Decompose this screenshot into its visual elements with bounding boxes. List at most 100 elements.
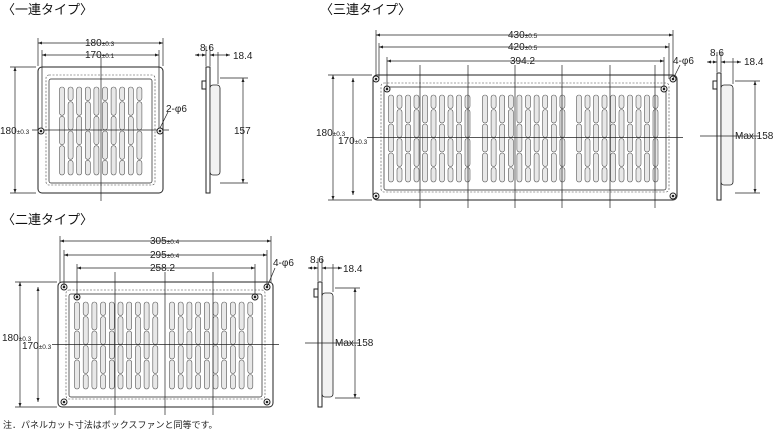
vent-slot bbox=[212, 301, 219, 316]
vent-slot bbox=[516, 94, 523, 124]
vent-slot bbox=[593, 152, 599, 183]
vent-slot bbox=[610, 94, 616, 124]
vent-slot bbox=[550, 94, 557, 124]
vent-slot bbox=[110, 86, 117, 116]
vent-slot bbox=[464, 167, 471, 183]
side-body bbox=[720, 84, 734, 186]
mounting-hole-center bbox=[265, 400, 269, 404]
vent-slot bbox=[584, 94, 591, 109]
vent-slot bbox=[128, 116, 134, 145]
vent-slot bbox=[169, 359, 175, 390]
single-height: 180±0.3 bbox=[0, 126, 30, 137]
vent-slot bbox=[195, 316, 201, 345]
vent-slot bbox=[405, 94, 411, 124]
side-body bbox=[321, 292, 334, 398]
vent-slot bbox=[82, 301, 89, 316]
vent-slot bbox=[135, 345, 141, 374]
vent-slot bbox=[550, 152, 557, 183]
vent-slot bbox=[100, 316, 106, 345]
triple-width-inner: 394.2 bbox=[510, 56, 535, 67]
mounting-hole-center bbox=[671, 194, 675, 198]
mounting-hole-center bbox=[158, 129, 162, 133]
vent-slot bbox=[117, 316, 124, 345]
vent-slot bbox=[456, 94, 462, 124]
vent-slot bbox=[618, 138, 625, 167]
vent-slot bbox=[482, 123, 488, 153]
vent-slot bbox=[212, 374, 219, 390]
vent-slot bbox=[405, 152, 411, 183]
leader bbox=[266, 267, 276, 288]
vent-slot bbox=[247, 301, 254, 316]
grille-frame bbox=[48, 78, 153, 184]
vent-slot bbox=[186, 359, 193, 390]
vent-slot bbox=[490, 167, 497, 183]
triple-side-height: Max.158 bbox=[735, 131, 773, 142]
vent-slot bbox=[525, 109, 531, 138]
vent-slot bbox=[447, 167, 454, 183]
vent-slot bbox=[143, 330, 150, 360]
vent-slot bbox=[542, 138, 549, 167]
vent-slot bbox=[85, 130, 91, 160]
double-height-holes: 170±0.3 bbox=[22, 341, 52, 352]
vent-slot bbox=[212, 345, 219, 374]
vent-slot bbox=[499, 152, 506, 183]
vent-slot bbox=[482, 152, 488, 183]
vent-slot bbox=[559, 94, 566, 109]
vent-slot bbox=[430, 138, 437, 167]
vent-slot bbox=[102, 160, 108, 176]
vent-slot bbox=[91, 330, 98, 360]
vent-slot bbox=[422, 94, 428, 124]
vent-slot bbox=[100, 374, 106, 390]
vent-slot bbox=[396, 167, 403, 183]
vent-slot bbox=[169, 330, 175, 360]
vent-slot bbox=[91, 359, 98, 390]
vent-slot bbox=[644, 123, 650, 153]
vent-slot bbox=[230, 374, 236, 390]
vent-slot bbox=[464, 109, 471, 138]
vent-slot bbox=[135, 374, 141, 390]
vent-slot bbox=[559, 138, 566, 167]
vent-slot bbox=[635, 167, 642, 183]
arrow-icon bbox=[322, 266, 342, 270]
vent-slot bbox=[85, 86, 91, 101]
vent-slot bbox=[439, 94, 445, 124]
vent-slot bbox=[430, 109, 437, 138]
vent-slot bbox=[413, 109, 420, 138]
side-clip bbox=[712, 80, 718, 90]
mounting-hole-center bbox=[374, 194, 378, 198]
vent-slot bbox=[247, 316, 254, 345]
vent-slot bbox=[652, 109, 659, 138]
vent-slot bbox=[533, 94, 540, 124]
vent-slot bbox=[652, 167, 659, 183]
vent-slot bbox=[230, 301, 236, 316]
vent-slot bbox=[533, 123, 540, 153]
vent-slot bbox=[584, 167, 591, 183]
vent-slot bbox=[516, 152, 523, 183]
vent-slot bbox=[119, 130, 125, 160]
vent-slot bbox=[91, 301, 98, 331]
vent-slot bbox=[230, 345, 236, 374]
vent-slot bbox=[102, 101, 108, 131]
vent-slot bbox=[559, 167, 566, 183]
vent-slot bbox=[396, 109, 403, 138]
vent-slot bbox=[177, 301, 184, 316]
vent-slot bbox=[221, 359, 227, 390]
vent-slot bbox=[618, 94, 625, 109]
vent-slot bbox=[109, 330, 115, 360]
triple-width-outer: 430±0.5 bbox=[508, 30, 538, 41]
vent-slot bbox=[59, 116, 65, 145]
vent-slot bbox=[67, 86, 74, 101]
vent-slot bbox=[93, 86, 100, 116]
vent-slot bbox=[576, 123, 582, 153]
vent-slot bbox=[82, 316, 89, 345]
vent-slot bbox=[388, 152, 394, 183]
vent-slot bbox=[136, 160, 143, 176]
vent-slot bbox=[126, 301, 132, 331]
vent-slot bbox=[204, 301, 210, 331]
side-clip bbox=[313, 288, 319, 298]
vent-slot bbox=[212, 316, 219, 345]
vent-slot bbox=[635, 109, 642, 138]
vent-slot bbox=[507, 94, 514, 109]
vent-slot bbox=[542, 94, 549, 109]
